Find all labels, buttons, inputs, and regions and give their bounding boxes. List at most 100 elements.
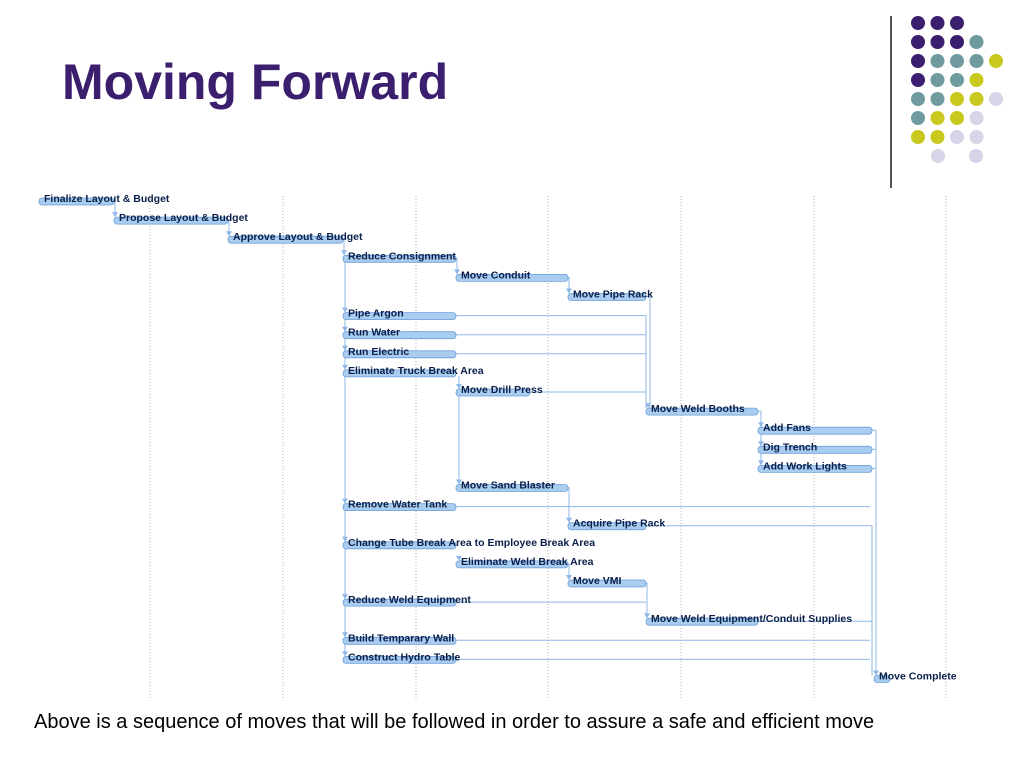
task-bar[interactable]	[645, 617, 759, 626]
gantt-task[interactable]: Finalize Layout & Budget	[38, 193, 170, 206]
task-bar[interactable]	[342, 541, 457, 550]
dependency-arrow	[342, 632, 348, 638]
decor-dot-lavender	[969, 149, 983, 163]
gantt-task[interactable]: Build Temparary Wall	[342, 632, 457, 645]
dependency-arrow	[342, 536, 348, 542]
decor-dot-purple	[911, 16, 925, 30]
task-bar[interactable]	[567, 293, 647, 301]
decor-dot-yellow	[930, 111, 945, 125]
task-label: Move Drill Press	[461, 384, 543, 396]
task-bar[interactable]	[757, 464, 873, 473]
gantt-task[interactable]: Move Sand Blaster	[455, 480, 569, 492]
gantt-task[interactable]: Move Weld Booths	[645, 403, 759, 416]
decor-dot-purple	[930, 16, 945, 30]
gantt-task[interactable]: Move Conduit	[455, 269, 569, 282]
task-bar[interactable]	[455, 484, 569, 492]
dependency-arrow	[342, 498, 348, 504]
task-label: Reduce Consignment	[348, 250, 456, 262]
dependency-arrow	[758, 422, 764, 428]
task-bar[interactable]	[873, 675, 891, 683]
decor-dot-purple	[911, 73, 925, 87]
task-bar[interactable]	[757, 445, 873, 454]
task-bar[interactable]	[342, 636, 457, 645]
decor-dot-lavender	[969, 130, 984, 144]
task-bar[interactable]	[757, 426, 873, 435]
dependency-arrow	[645, 403, 651, 409]
gantt-task[interactable]: Run Electric	[342, 346, 457, 359]
dependency-link	[568, 487, 570, 523]
gantt-task[interactable]: Reduce Consignment	[342, 250, 457, 263]
dependency-arrow	[342, 307, 348, 313]
task-label: Eliminate Weld Break Area	[461, 556, 594, 568]
task-bar[interactable]	[342, 312, 457, 321]
task-bar[interactable]	[455, 388, 531, 397]
task-label: Move Weld Booths	[651, 403, 745, 415]
task-bar[interactable]	[455, 560, 569, 569]
slide-caption: Above is a sequence of moves that will b…	[34, 711, 875, 733]
gantt-task[interactable]: Move Drill Press	[455, 384, 543, 397]
dependency-arrow	[342, 651, 348, 657]
gantt-task[interactable]: Construct Hydro Table	[342, 651, 461, 664]
gantt-task[interactable]: Dig Trench	[757, 441, 873, 454]
task-label: Run Water	[348, 327, 400, 339]
gantt-task[interactable]: Move Weld Equipment/Conduit Supplies	[645, 613, 852, 626]
task-bar[interactable]	[342, 598, 457, 607]
dependency-arrow	[342, 364, 348, 370]
dependency-link	[456, 334, 647, 409]
gantt-task[interactable]: Run Water	[342, 327, 457, 340]
decor-dot-yellow	[930, 130, 945, 144]
gantt-task[interactable]: Eliminate Weld Break Area	[455, 556, 594, 569]
dependency-arrow	[566, 575, 572, 580]
task-bar[interactable]	[38, 197, 115, 206]
task-bar[interactable]	[227, 235, 344, 244]
task-bar[interactable]	[342, 350, 457, 359]
task-bar[interactable]	[342, 503, 457, 512]
dependency-arrow	[456, 555, 462, 561]
gantt-task[interactable]: Move Complete	[873, 671, 957, 683]
dependency-link	[758, 620, 873, 676]
task-bar[interactable]	[342, 369, 457, 378]
task-label: Construct Hydro Table	[348, 651, 461, 663]
decor-dot-lavender	[989, 92, 1003, 106]
decor-dot-purple	[930, 35, 945, 49]
task-bar[interactable]	[342, 656, 457, 664]
gantt-task[interactable]: Move Pipe Rack	[567, 289, 653, 301]
task-bar[interactable]	[113, 216, 229, 225]
gantt-task[interactable]: Pipe Argon	[342, 308, 457, 321]
task-label: Move Sand Blaster	[461, 480, 555, 492]
task-bar[interactable]	[342, 254, 457, 263]
slide-title: Moving Forward	[62, 54, 449, 110]
task-bar[interactable]	[342, 331, 457, 340]
task-bar[interactable]	[567, 579, 647, 588]
decor-dot-purple	[911, 35, 925, 49]
dependency-arrow	[342, 345, 348, 351]
gantt-task[interactable]: Eliminate Truck Break Area	[342, 365, 484, 378]
task-label: Eliminate Truck Break Area	[348, 365, 484, 377]
gantt-task[interactable]: Acquire Pipe Rack	[567, 518, 665, 531]
gantt-task[interactable]: Remove Water Tank	[342, 499, 457, 512]
decor-dot-teal	[969, 35, 984, 49]
dependency-link	[456, 353, 647, 409]
decorative-dot-grid	[911, 16, 1003, 163]
gantt-task[interactable]: Change Tube Break Area to Employee Break…	[342, 537, 595, 550]
dependency-arrow	[454, 269, 460, 275]
task-bar[interactable]	[455, 273, 569, 282]
task-label: Pipe Argon	[348, 308, 404, 320]
dependency-link	[646, 582, 648, 619]
gantt-task[interactable]: Reduce Weld Equipment	[342, 594, 471, 607]
decor-dot-teal	[911, 111, 925, 125]
decor-dot-lavender	[969, 111, 984, 125]
task-bar[interactable]	[645, 407, 759, 416]
task-label: Approve Layout & Budget	[233, 231, 363, 243]
decor-dot-teal	[911, 92, 925, 106]
task-label: Remove Water Tank	[348, 499, 447, 511]
gantt-task[interactable]: Propose Layout & Budget	[113, 212, 248, 225]
gantt-task[interactable]: Approve Layout & Budget	[227, 231, 363, 244]
dependency-arrow	[341, 250, 347, 256]
dependency-arrow	[566, 288, 572, 294]
gantt-task[interactable]: Add Work Lights	[757, 460, 873, 473]
gantt-task[interactable]: Move VMI	[567, 575, 647, 588]
task-label: Build Temparary Wall	[348, 632, 454, 644]
task-bar[interactable]	[567, 522, 647, 531]
gantt-task[interactable]: Add Fans	[757, 422, 873, 435]
